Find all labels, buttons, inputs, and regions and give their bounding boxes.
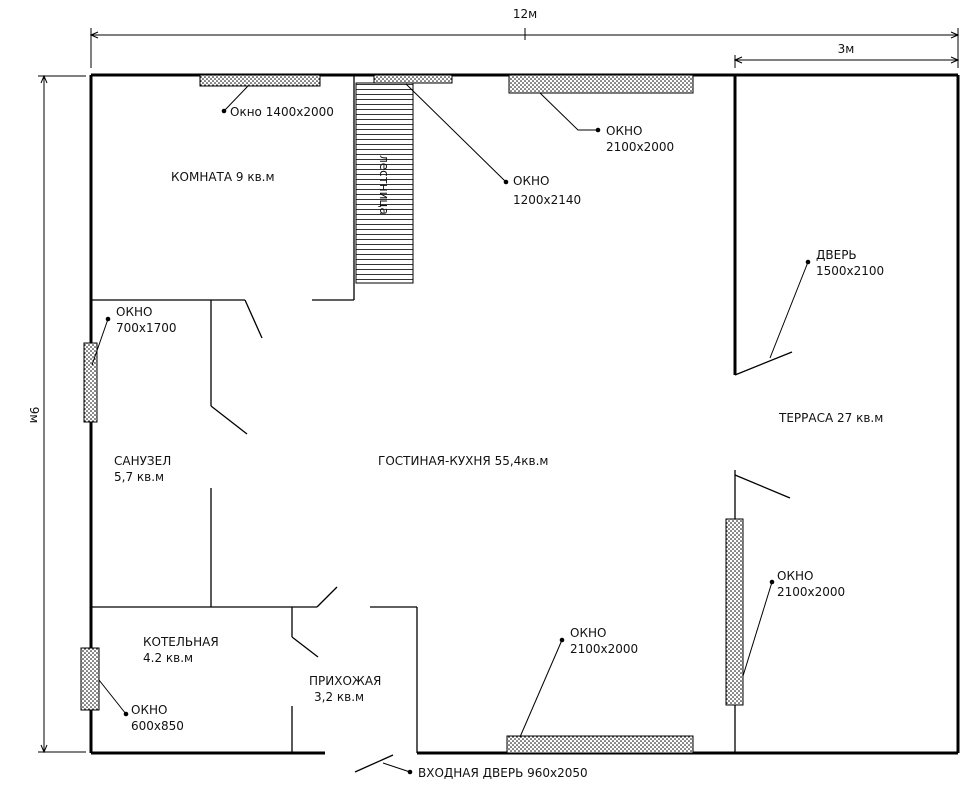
window-bath-hatch <box>83 342 98 423</box>
window-bath-size: 700х1700 <box>116 321 177 335</box>
living-kitchen-label: ГОСТИНАЯ-КУХНЯ 55,4кв.м <box>378 454 548 468</box>
leader-lines <box>91 83 811 775</box>
boiler-room-name: КОТЕЛЬНАЯ <box>143 635 219 649</box>
terrace-label: ТЕРРАСА 27 кв.м <box>778 411 883 425</box>
window-boiler-hatch <box>80 647 100 711</box>
window-top-center-size: 1200х2140 <box>513 193 581 207</box>
stairs-label: лестница <box>377 155 391 215</box>
window-room-hatch <box>199 74 321 87</box>
window-bottom-hatch <box>506 735 694 754</box>
window-top-right-hatch <box>508 74 694 94</box>
window-top-center-name: ОКНО <box>513 174 549 188</box>
window-boiler-size: 600х850 <box>131 719 184 733</box>
window-boiler-name: ОКНО <box>131 703 167 717</box>
window-top-right-name: ОКНО <box>606 124 642 138</box>
width-total-label: 12м <box>513 7 537 21</box>
boiler-room-area: 4.2 кв.м <box>143 651 193 665</box>
interior-walls <box>91 75 418 773</box>
window-bottom-size: 2100х2000 <box>570 642 638 656</box>
width-terrace-label: 3м <box>838 42 855 56</box>
dimension-width-terrace: 3м <box>733 42 960 68</box>
dimension-height-total: 9м <box>27 74 86 754</box>
door-terrace-name: ДВЕРЬ <box>816 248 857 262</box>
hallway-name: ПРИХОЖАЯ <box>309 674 381 688</box>
window-terrace-wall-size: 2100х2000 <box>777 585 845 599</box>
window-top-center-hatch <box>373 74 453 84</box>
window-terrace-wall-hatch <box>725 518 744 706</box>
bathroom-area: 5,7 кв.м <box>114 470 164 484</box>
window-terrace-wall-name: ОКНО <box>777 569 813 583</box>
staircase: лестница <box>355 82 414 284</box>
hallway-area: 3,2 кв.м <box>314 690 364 704</box>
window-bottom-name: ОКНО <box>570 626 606 640</box>
entrance-door-label: ВХОДНАЯ ДВЕРЬ 960х2050 <box>418 766 588 780</box>
dimension-width-total: 12м <box>89 7 960 68</box>
room-label: КОМНАТА 9 кв.м <box>171 170 275 184</box>
bathroom-name: САНУЗЕЛ <box>114 454 171 468</box>
door-terrace-size: 1500х2100 <box>816 264 884 278</box>
window-bath-name: ОКНО <box>116 305 152 319</box>
window-room-label: Окно 1400х2000 <box>230 105 334 119</box>
height-total-label: 9м <box>27 407 41 424</box>
window-top-right-size: 2100х2000 <box>606 140 674 154</box>
